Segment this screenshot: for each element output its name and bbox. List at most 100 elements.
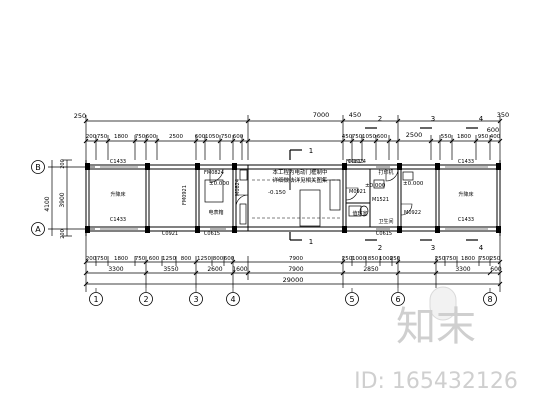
section-mark: 3 [431, 115, 435, 123]
section-mark: 4 [479, 244, 484, 252]
elevation-text: -0.150 [268, 190, 286, 196]
door-label: M0921 [349, 189, 366, 195]
dim-text: 600 [487, 126, 499, 134]
dim-text: 750 [446, 256, 457, 262]
dim-text: 4100 [44, 196, 51, 211]
dim-text: 200 [60, 159, 66, 169]
axis-label-5: 5 [349, 295, 354, 304]
window-label: C1433 [458, 217, 474, 223]
dim-text: 400 [490, 134, 501, 140]
dim-text: 200 [60, 229, 66, 239]
dim-text: 250 [390, 256, 401, 262]
dim-text: 200 [86, 134, 97, 140]
dim-text: 250 [435, 256, 446, 262]
axis-label-6: 6 [395, 295, 400, 304]
window-label: C0615 [204, 231, 220, 237]
column-axis-leaders [95, 288, 491, 292]
dim-text: 3300 [108, 266, 123, 273]
dim-text: 2500 [169, 134, 183, 140]
room-label: 打印机 [378, 169, 393, 176]
section-cut-lines [289, 127, 478, 241]
window-labels: C1433 C1433 C1433 C1433 C0615 C0615 C092… [110, 159, 474, 237]
bottom-dimension-lines [85, 236, 501, 292]
dim-text: 250 [490, 256, 501, 262]
dim-text: 550 [441, 134, 452, 140]
bottom-dimension-ticks [83, 259, 503, 287]
room-label: 升降床 [110, 191, 125, 198]
dim-text: 950 [478, 134, 489, 140]
dim-text: 850 [368, 256, 379, 262]
door-label: FM1024 [346, 159, 366, 165]
door-label: M1521 [372, 197, 389, 203]
row-axis-bubbles: B A [31, 160, 45, 236]
dim-text: 1800 [114, 256, 128, 262]
dim-text: 350 [497, 111, 509, 119]
watermark-badge [429, 286, 457, 321]
section-mark: 1 [309, 238, 313, 246]
axis-label-a: A [35, 225, 41, 234]
section-mark: 1 [309, 147, 313, 155]
window-label: C0921 [162, 231, 178, 237]
dim-text: 450 [349, 111, 361, 119]
dim-text: 1050 [362, 134, 376, 140]
dim-text: 450 [342, 134, 353, 140]
room-label: 值班室 [352, 210, 367, 217]
dim-text: 1600 [232, 266, 247, 273]
dim-text: 250 [342, 256, 353, 262]
dim-text: 600 [149, 256, 160, 262]
structural-columns [85, 163, 501, 233]
fixtures [204, 169, 414, 227]
door-label: FM0921 [182, 185, 188, 205]
window-label: C0615 [348, 159, 364, 165]
dim-text: 1050 [205, 134, 219, 140]
dim-text: 750 [221, 134, 232, 140]
top-outer-dimension-texts: 250 7000 450 2500 600 350 [74, 111, 509, 139]
door-labels: FM0824 M0824 FM1024 FM0921 M0921 M0922 M… [182, 159, 421, 216]
door-label: FM0824 [204, 170, 224, 176]
dim-text: 2600 [207, 266, 222, 273]
dim-text: 200 [86, 256, 97, 262]
dim-text: 750 [352, 134, 363, 140]
room-label: 电表箱 [208, 209, 223, 216]
watermark-logo-text: 知末 [396, 304, 476, 350]
dim-text: 250 [74, 112, 86, 120]
dim-text: 1250 [162, 256, 176, 262]
dim-text: 750 [97, 134, 108, 140]
dim-text: 3550 [163, 266, 178, 273]
section-mark: 2 [378, 115, 382, 123]
window-label: C1433 [458, 159, 474, 165]
section-cut-numbers: 1 1 2 2 3 3 4 4 [309, 115, 484, 252]
door-label: M0922 [404, 210, 421, 216]
watermark: 知末 ID: 165432126 [354, 286, 518, 394]
top-dimension-ticks [83, 118, 503, 144]
door-label: M0824 [235, 179, 241, 196]
elevation-text: ±0.000 [365, 183, 386, 189]
dim-text: 1000 [352, 256, 366, 262]
section-mark: 4 [479, 115, 484, 123]
cctv-rails [252, 179, 340, 219]
elevation-text: ±0.000 [403, 181, 424, 187]
dim-text: 600 [195, 134, 206, 140]
dim-text: 7900 [288, 266, 303, 273]
dim-text: 3900 [59, 192, 66, 207]
dim-text: 750 [97, 256, 108, 262]
watermark-id-text: ID: 165432126 [354, 369, 518, 394]
dim-text: 600 [224, 256, 235, 262]
door-swings [209, 168, 413, 216]
section-mark: 2 [378, 244, 382, 252]
dim-text: 750 [135, 256, 146, 262]
room-label: 卫生间 [378, 218, 393, 225]
exterior-walls [85, 160, 501, 236]
dim-text: 600 [377, 134, 388, 140]
window-label: C1433 [110, 159, 126, 165]
left-dimension-lines [48, 159, 95, 237]
section-mark: 3 [431, 244, 435, 252]
dim-text: 7900 [289, 256, 303, 262]
general-notes: 本工程为电动门框制中 详细做法详见相关图集 [272, 168, 328, 184]
elevation-text: ±0.000 [209, 181, 230, 187]
dim-text: 1000 [379, 256, 393, 262]
axis-label-b: B [35, 163, 41, 172]
axis-label-4: 4 [230, 295, 235, 304]
elevation-marks: ±0.000 -0.150 ±0.000 ±0.000 [209, 181, 424, 196]
